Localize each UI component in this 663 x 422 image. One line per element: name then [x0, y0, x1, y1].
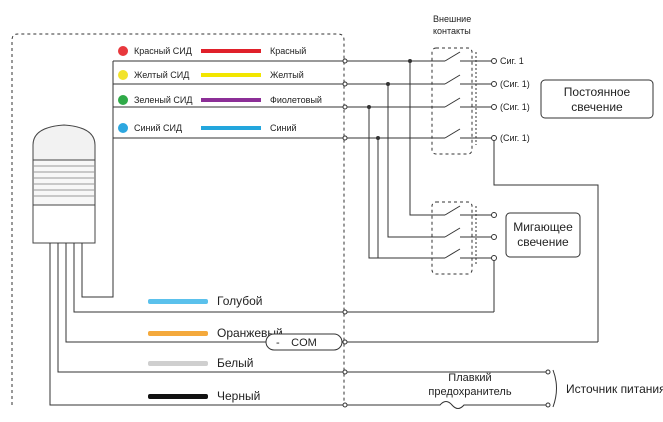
unit-dashed-outline [11, 33, 345, 405]
yellow-led-dot [118, 70, 128, 80]
blinking-terminals [491, 212, 497, 261]
orange-wire-swatch [148, 331, 208, 336]
led-label: Красный СИД [134, 46, 192, 56]
constant-lighting-label: свечение [571, 100, 623, 114]
blinking-lighting-box [505, 212, 581, 258]
led-row-red: Красный СИД Красный [118, 46, 306, 56]
external-contacts-label: Внешние [433, 14, 471, 24]
wire-legend-label: Белый [217, 356, 253, 370]
signal-label: (Сиг. 1) [500, 102, 530, 112]
junction-dots [367, 59, 412, 140]
power-lines [347, 371, 548, 409]
green-led-dot [118, 95, 128, 105]
signal-lines [347, 60, 445, 259]
wire-label: Желтый [270, 70, 304, 80]
power-supply-label: Источник питания [566, 382, 663, 396]
yellow-wire-swatch [201, 73, 261, 77]
lamp-bottom-wires [49, 243, 343, 406]
constant-lighting-label: Постоянное [564, 85, 631, 99]
wire-legend-label: Голубой [217, 294, 263, 308]
com-terminal: COM - [265, 333, 598, 351]
light-blue-wire-swatch [148, 299, 208, 304]
white-wire-swatch [148, 361, 208, 366]
wire-label: Красный [270, 46, 306, 56]
power-terminals [545, 369, 551, 408]
lamp-led-bus [81, 60, 345, 298]
red-led-dot [118, 46, 128, 56]
wire-legend-label: Черный [217, 389, 260, 403]
signal-label: (Сиг. 1) [500, 79, 530, 89]
com-label: COM [291, 337, 317, 349]
led-row-blue: Синий СИД Синий [118, 123, 297, 133]
wire-legend-label: Оранжевый [217, 326, 283, 340]
signal-label: (Сиг. 1) [500, 133, 530, 143]
signal-tower-lamp [32, 124, 96, 244]
com-minus: - [276, 337, 280, 349]
fuse-label: предохранитель [428, 386, 511, 398]
red-wire-swatch [201, 49, 261, 53]
led-label: Зеленый СИД [134, 95, 192, 105]
wire-legend: Голубой Оранжевый Белый Черный [148, 294, 283, 403]
external-contacts-label: контакты [433, 26, 471, 36]
constant-lighting-box [540, 79, 654, 119]
blinking-contacts-box [431, 201, 473, 275]
power-bracket [552, 369, 557, 408]
led-label: Синий СИД [134, 123, 182, 133]
fuse-label: Плавкий [448, 372, 491, 384]
blue-wire-swatch [201, 126, 261, 130]
wire-label: Синий [270, 123, 297, 133]
blinking-lighting-label: Мигающее [513, 220, 573, 234]
blinking-lighting-label: свечение [517, 235, 569, 249]
common-return [347, 141, 599, 342]
signal-label: Сиг. 1 [500, 56, 524, 66]
black-wire-swatch [148, 394, 208, 399]
boundary-terminals [342, 58, 348, 408]
wire-label: Фиолетовый [270, 95, 322, 105]
blue-led-dot [118, 123, 128, 133]
led-row-green: Зеленый СИД Фиолетовый [118, 95, 322, 105]
signal-terminals [491, 58, 497, 141]
led-row-yellow: Желтый СИД Желтый [118, 70, 304, 80]
blinking-switches [444, 205, 494, 266]
external-contacts-box [431, 47, 473, 155]
purple-wire-swatch [201, 98, 261, 102]
constant-switches [444, 51, 494, 145]
led-label: Желтый СИД [134, 70, 189, 80]
